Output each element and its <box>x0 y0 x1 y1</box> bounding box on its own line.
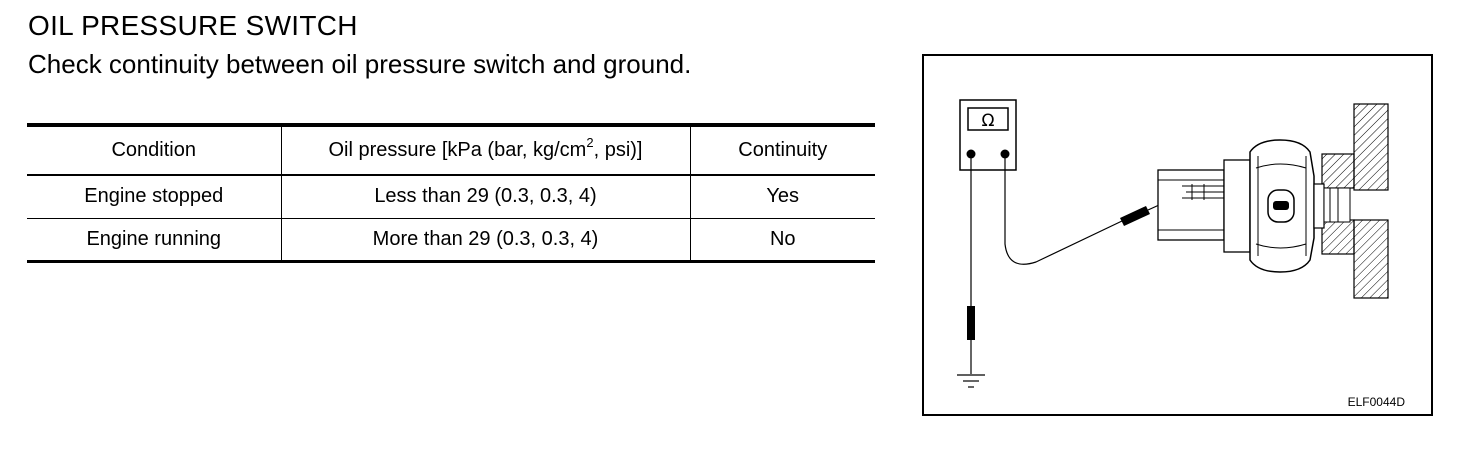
header-oil-pressure-superscript: 2 <box>586 135 594 150</box>
table-header-row: Condition Oil pressure [kPa (bar, kg/cm2… <box>27 125 875 175</box>
cell-oil-pressure: Less than 29 (0.3, 0.3, 4) <box>280 175 690 218</box>
instruction-text: Check continuity between oil pressure sw… <box>28 49 692 79</box>
section-title: OIL PRESSURE SWITCH <box>28 10 358 41</box>
header-oil-pressure: Oil pressure [kPa (bar, kg/cm2, psi)] <box>280 125 690 175</box>
header-continuity: Continuity <box>689 125 875 175</box>
cell-continuity: No <box>689 218 875 261</box>
header-oil-pressure-prefix: Oil pressure [kPa (bar, kg/cm <box>328 139 587 161</box>
specification-table: Condition Oil pressure [kPa (bar, kg/cm2… <box>27 123 875 263</box>
header-oil-pressure-suffix: , psi)] <box>593 139 643 161</box>
header-condition: Condition <box>111 139 196 161</box>
ground-lead <box>967 154 975 374</box>
figure-code: ELF0044D <box>1347 395 1405 409</box>
cell-condition: Engine stopped <box>84 185 224 208</box>
table-row: Engine running More than 29 (0.3, 0.3, 4… <box>27 218 875 261</box>
cell-condition: Engine running <box>86 227 222 250</box>
engine-wall <box>1321 103 1389 299</box>
ohm-symbol: Ω <box>982 111 995 131</box>
cell-continuity: Yes <box>689 175 875 218</box>
cell-oil-pressure: More than 29 (0.3, 0.3, 4) <box>280 218 690 261</box>
ohmmeter-icon: Ω <box>959 99 1017 171</box>
oil-pressure-switch <box>1157 139 1351 273</box>
table-row: Engine stopped Less than 29 (0.3, 0.3, 4… <box>27 175 875 218</box>
ground-icon <box>957 374 985 388</box>
diagram-svg: Ω <box>957 99 1389 388</box>
wiring-diagram-figure: Ω <box>922 54 1433 416</box>
